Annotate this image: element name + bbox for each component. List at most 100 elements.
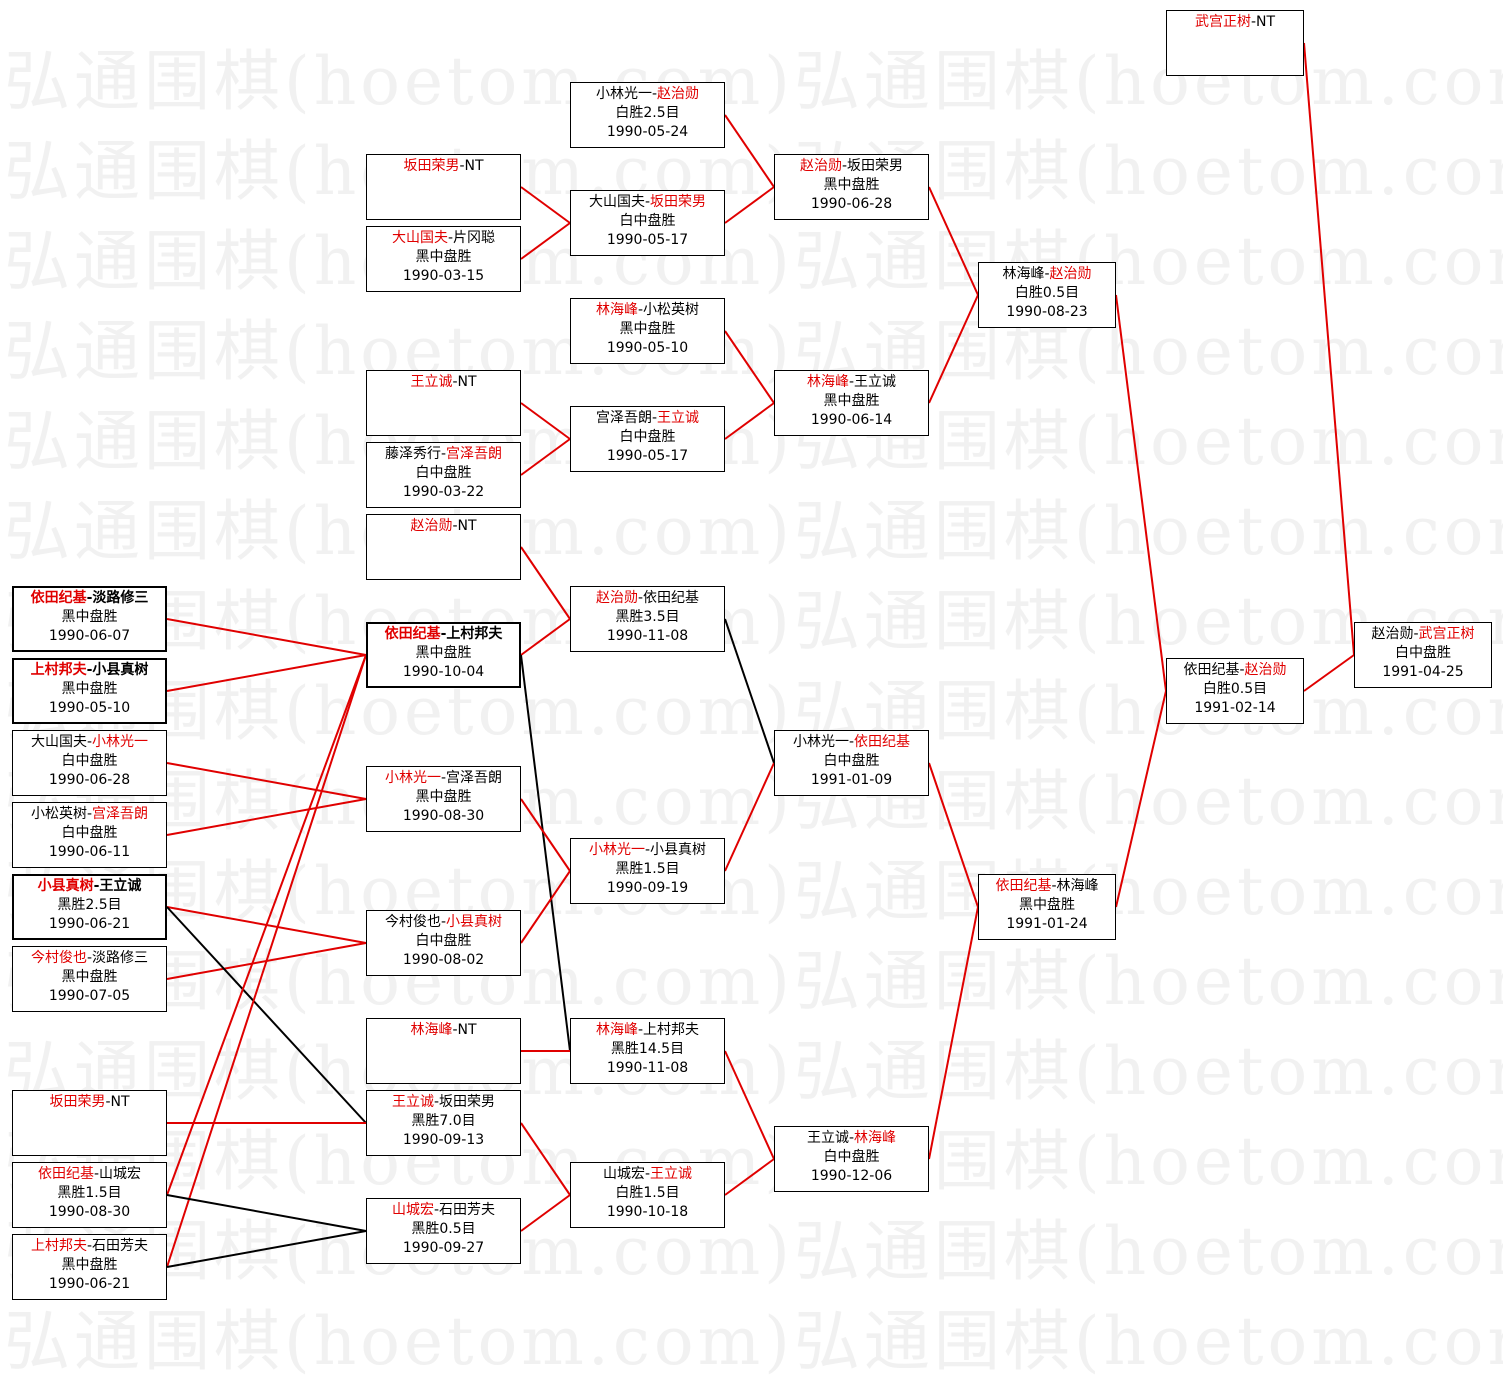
player-white: NT [457, 374, 477, 390]
game-date: 1990-06-28 [810, 196, 893, 212]
player-black: 依田纪基 [30, 590, 87, 606]
game-box[interactable]: 武宫正树-NT [1166, 10, 1304, 76]
connector-line-g11-g22 [520, 222, 571, 260]
player-separator: - [644, 1166, 651, 1182]
game-box[interactable]: 坂田荣男-NT [366, 154, 521, 220]
connector-line-g13-g24 [520, 438, 571, 476]
player-white: 依田纪基 [643, 590, 700, 606]
game-date: 1990-08-23 [1006, 304, 1088, 320]
game-box[interactable]: 林海峰-NT [366, 1018, 521, 1084]
game-box[interactable]: 坂田荣男-NT [12, 1090, 167, 1156]
players-line: 林海峰-王立诚 [775, 373, 928, 392]
connector-line-g33-g36 [1115, 294, 1167, 692]
player-white: 小林光一 [92, 734, 149, 750]
game-date: 1990-11-08 [606, 628, 689, 644]
game-date: 1991-02-14 [1194, 700, 1276, 716]
player-black: 赵治勋 [1371, 626, 1414, 642]
player-black: 小林光一 [595, 86, 652, 102]
player-white: 赵治勋 [1244, 662, 1287, 678]
game-result: 黑胜14.5目 [610, 1041, 685, 1057]
connector-line-g22-g29 [724, 186, 775, 224]
connector-line-g36-g37 [1303, 654, 1355, 692]
game-box[interactable]: 王立诚-NT [366, 370, 521, 436]
player-separator: - [433, 1094, 440, 1110]
player-separator: - [651, 86, 658, 102]
game-date: 1990-06-14 [810, 412, 893, 428]
player-white: 林海峰 [1056, 878, 1099, 894]
player-separator: - [440, 770, 447, 786]
game-date: 1990-09-19 [606, 880, 689, 896]
player-separator: - [644, 842, 651, 858]
player-separator: - [651, 410, 658, 426]
connector-line-g27-g32 [724, 1050, 775, 1160]
player-white: 林海峰 [854, 1130, 897, 1146]
game-date: 1990-05-24 [606, 124, 689, 140]
game-box[interactable]: 赵治勋-NT [366, 514, 521, 580]
player-white: 小县真树 [446, 914, 503, 930]
player-separator: - [447, 230, 454, 246]
player-black: 坂田荣男 [403, 158, 460, 174]
player-separator: - [86, 806, 93, 822]
player-black: 今村俊也 [384, 914, 441, 930]
connector-line-g5-g19 [166, 906, 367, 1124]
game-result: 白中盘胜 [823, 753, 880, 769]
connector-line-g14-g25 [520, 546, 571, 620]
players-line: 上村邦夫-石田芳夫 [13, 1237, 166, 1256]
game-date: 1990-06-07 [48, 628, 131, 644]
players-line: 依田纪基-赵治勋 [1167, 661, 1303, 680]
game-result: 白中盘胜 [415, 465, 472, 481]
connector-line-g23-g30 [724, 330, 775, 404]
player-separator: - [637, 590, 644, 606]
player-black: 小林光一 [792, 734, 849, 750]
connector-line-g3-g16 [166, 762, 367, 800]
game-result: 黑中盘胜 [61, 609, 118, 625]
connector-line-g19-g28 [520, 1122, 571, 1196]
player-black: 小松英树 [30, 806, 87, 822]
player-white: 王立诚 [854, 374, 897, 390]
connector-line-g16-g26 [520, 798, 571, 872]
players-line: 赵治勋-NT [367, 517, 520, 536]
player-black: 大山国夫 [30, 734, 87, 750]
game-date: 1991-04-25 [1382, 664, 1464, 680]
player-black: 山城宏 [391, 1202, 434, 1218]
game-result: 白胜1.5目 [615, 1185, 680, 1201]
game-result: 白中盘胜 [415, 933, 472, 949]
player-separator: - [1044, 266, 1050, 282]
game-date: 1990-06-28 [48, 772, 131, 788]
player-black: 藤泽秀行 [384, 446, 441, 462]
game-date: 1990-06-21 [48, 1276, 131, 1292]
connector-line-g9-g15 [166, 654, 367, 1268]
connector-line-g15-g27 [520, 654, 571, 1052]
